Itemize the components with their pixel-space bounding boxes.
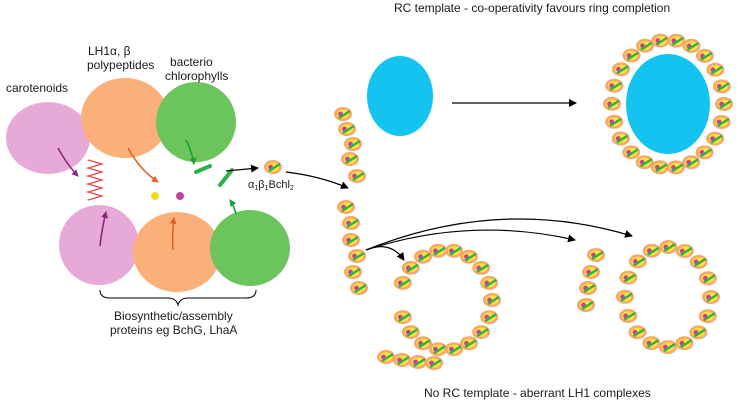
cofactor-dot-magenta <box>176 192 184 200</box>
polypeptide-arrow <box>127 147 159 183</box>
bchl-dash-icon <box>194 164 212 174</box>
lh1-subunit-icon <box>697 308 718 325</box>
biosynth-label-line2: proteins eg BchG, LhaA <box>110 323 237 337</box>
orange-protein-arrow <box>169 217 177 251</box>
bchl-arrow <box>185 139 197 165</box>
lh1-subunit-icon <box>443 341 465 358</box>
lh1-subunit-icon <box>614 288 636 305</box>
carotenoid-precursor-ellipse <box>6 102 90 174</box>
aberrant-open-ring <box>392 242 503 358</box>
lh1-subunit-icon <box>681 153 702 171</box>
lh1-subunit-icon <box>262 158 284 176</box>
lh1-subunit-icon <box>688 324 709 341</box>
lh1-subunit-icon <box>400 323 421 341</box>
lh1-subunit-icon <box>618 269 639 286</box>
lh1-label-line2: polypeptides <box>87 58 154 72</box>
lh1-subunit-icon <box>621 144 642 161</box>
green-protein-arrow <box>229 199 237 215</box>
subunit-label: α1β1Bchl2 <box>248 179 294 192</box>
biosynthetic-protein-green <box>210 210 290 286</box>
biosynth-label-line1: Biosynthetic/assembly <box>114 309 233 323</box>
lh1-subunit-icon <box>657 338 679 356</box>
bchl-precursor-ellipse <box>156 82 236 162</box>
carotenoids-label: carotenoids <box>6 81 68 95</box>
lh1-subunit-icon <box>400 259 421 277</box>
lh1-subunit-icon <box>618 307 639 325</box>
biosynthetic-protein-pink <box>59 205 139 285</box>
lh1-subunit-icon <box>392 308 413 326</box>
lh1-subunit-icon <box>627 324 648 341</box>
lh1-subunit-icon <box>458 248 480 265</box>
bchl-label-line2: chlorophylls <box>165 69 228 83</box>
lh1-label-line1: LH1α, β <box>88 44 131 58</box>
rc-template-title: RC template - co-operativity favours rin… <box>394 1 670 15</box>
lh1-subunit-icon <box>674 242 695 260</box>
lh1-subunit-icon <box>481 291 503 309</box>
lh1-subunit-icon <box>641 242 662 259</box>
carotenoid-arrow <box>57 147 79 177</box>
lh1-subunit-icon <box>610 130 631 147</box>
lh1-subunit-icon <box>704 130 726 147</box>
lh1-subunit-icon <box>674 335 695 352</box>
lh1-subunit-icon <box>705 61 726 78</box>
bchl-label-line1: bacterio <box>170 55 213 69</box>
pink-protein-arrow <box>99 211 108 247</box>
subunit-chain-upper <box>332 105 368 185</box>
subunit-chain-lower <box>335 198 370 297</box>
lh1-subunit-icon <box>634 37 656 54</box>
lh1-subunit-icon <box>604 113 625 131</box>
no-rc-title: No RC template - aberrant LH1 complexes <box>424 386 651 400</box>
lh1-subunit-icon <box>471 259 492 277</box>
aberrant-arrow-2 <box>365 229 576 251</box>
biosynthetic-brace <box>99 289 257 307</box>
aberrant-closed-ring <box>614 238 722 356</box>
lh1-subunit-icon <box>610 60 632 78</box>
cofactor-dot-yellow <box>151 192 159 200</box>
lh1-subunit-icon <box>713 95 735 113</box>
lh1-subunit-icon <box>665 159 687 176</box>
lh1-subunit-icon <box>697 270 719 287</box>
lh1-subunit-icon <box>604 77 625 94</box>
bchl-dash-icon <box>218 168 234 187</box>
lh1-subunit-icon <box>479 274 500 292</box>
lh1-subunit-icon <box>627 253 648 270</box>
lh1-subunit-icon <box>479 308 500 326</box>
to-chain-arrow <box>285 171 349 189</box>
rc-lh1-complete-ring <box>601 32 735 176</box>
lh1-subunit-icon <box>649 159 671 176</box>
lh1-subunit-icon <box>641 334 662 352</box>
lh1-subunit-icon <box>621 47 642 64</box>
lh1-subunit-icon <box>711 78 732 95</box>
lh1-subunit-icon <box>634 153 655 171</box>
reaction-centre-icon <box>367 56 433 136</box>
lh1-subunit-icon <box>471 323 492 341</box>
lh1-subunit-icon <box>694 47 716 65</box>
lh1-subunit-icon <box>681 37 702 55</box>
lh1-subunit-icon <box>650 32 671 49</box>
lh1-subunit-icon <box>392 274 413 292</box>
lh1-subunit-icon <box>688 253 709 271</box>
biosynthetic-protein-orange <box>133 212 221 292</box>
lh1-subunit-icon <box>658 238 679 256</box>
lh1-subunit-icon <box>601 95 623 113</box>
lh1-subunit-icon <box>700 288 722 306</box>
zigzag-carotenoid-icon <box>85 159 105 201</box>
lh1-subunit-icon <box>412 335 434 352</box>
aberrant-arrow-3 <box>365 218 633 251</box>
aberrant-short-chain <box>575 246 607 314</box>
polypeptide-precursor-ellipse <box>81 78 169 158</box>
lh1-subunit-icon <box>694 144 715 161</box>
lh1-subunit-icon <box>711 113 732 131</box>
lh1-subunit-icon <box>427 242 449 259</box>
to-subunit-arrow <box>225 164 259 173</box>
